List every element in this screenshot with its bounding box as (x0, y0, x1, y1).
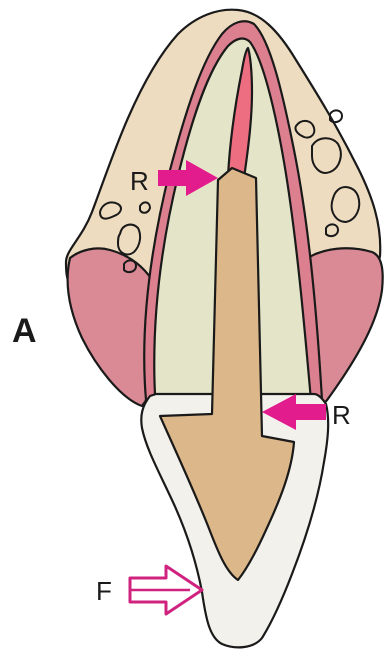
bone-marrow-space (330, 110, 342, 122)
panel-label: A (12, 312, 37, 350)
resorption-label-lower: R (332, 400, 351, 430)
resorption-label-upper: R (130, 166, 149, 196)
fracture-label: F (96, 576, 112, 606)
